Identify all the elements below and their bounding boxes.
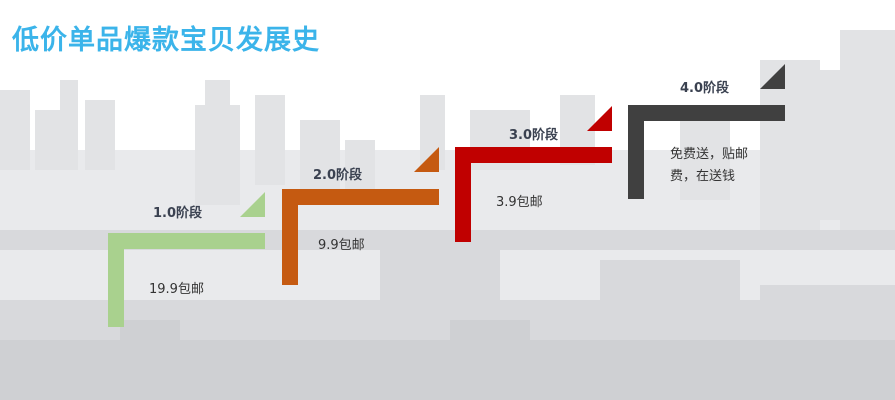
stage-2-label: 2.0阶段 <box>313 168 363 183</box>
stage-4-horizontal-bar <box>628 105 785 121</box>
stage-3-desc: 3.9包邮 <box>496 192 543 214</box>
stage-4-desc-line-2: 费，在送钱 <box>670 169 736 184</box>
stage-1-vertical-bar <box>108 233 124 327</box>
stage-1-desc: 19.9包邮 <box>149 279 204 301</box>
stage-1-horizontal-bar <box>108 233 265 249</box>
stage-3-label: 3.0阶段 <box>509 128 559 143</box>
stage-1-desc-line-1: 19.9包邮 <box>149 282 204 297</box>
stage-2-desc-line-1: 9.9包邮 <box>318 238 365 253</box>
stage-2-desc: 9.9包邮 <box>318 235 365 257</box>
stage-4-desc: 免费送，贴邮 费，在送钱 <box>670 144 748 188</box>
stage-2-vertical-bar <box>282 189 298 285</box>
stage-3-desc-line-1: 3.9包邮 <box>496 195 543 210</box>
stage-4-vertical-bar <box>628 105 644 199</box>
stage-4-desc-line-1: 免费送，贴邮 <box>670 147 749 162</box>
stage-3-horizontal-bar <box>455 147 612 163</box>
stage-3-vertical-bar <box>455 147 471 242</box>
page-title: 低价单品爆款宝贝发展史 <box>12 25 320 56</box>
stage-4-label: 4.0阶段 <box>680 81 730 96</box>
stage-1-label: 1.0阶段 <box>153 206 203 221</box>
stage-2-horizontal-bar <box>282 189 439 205</box>
